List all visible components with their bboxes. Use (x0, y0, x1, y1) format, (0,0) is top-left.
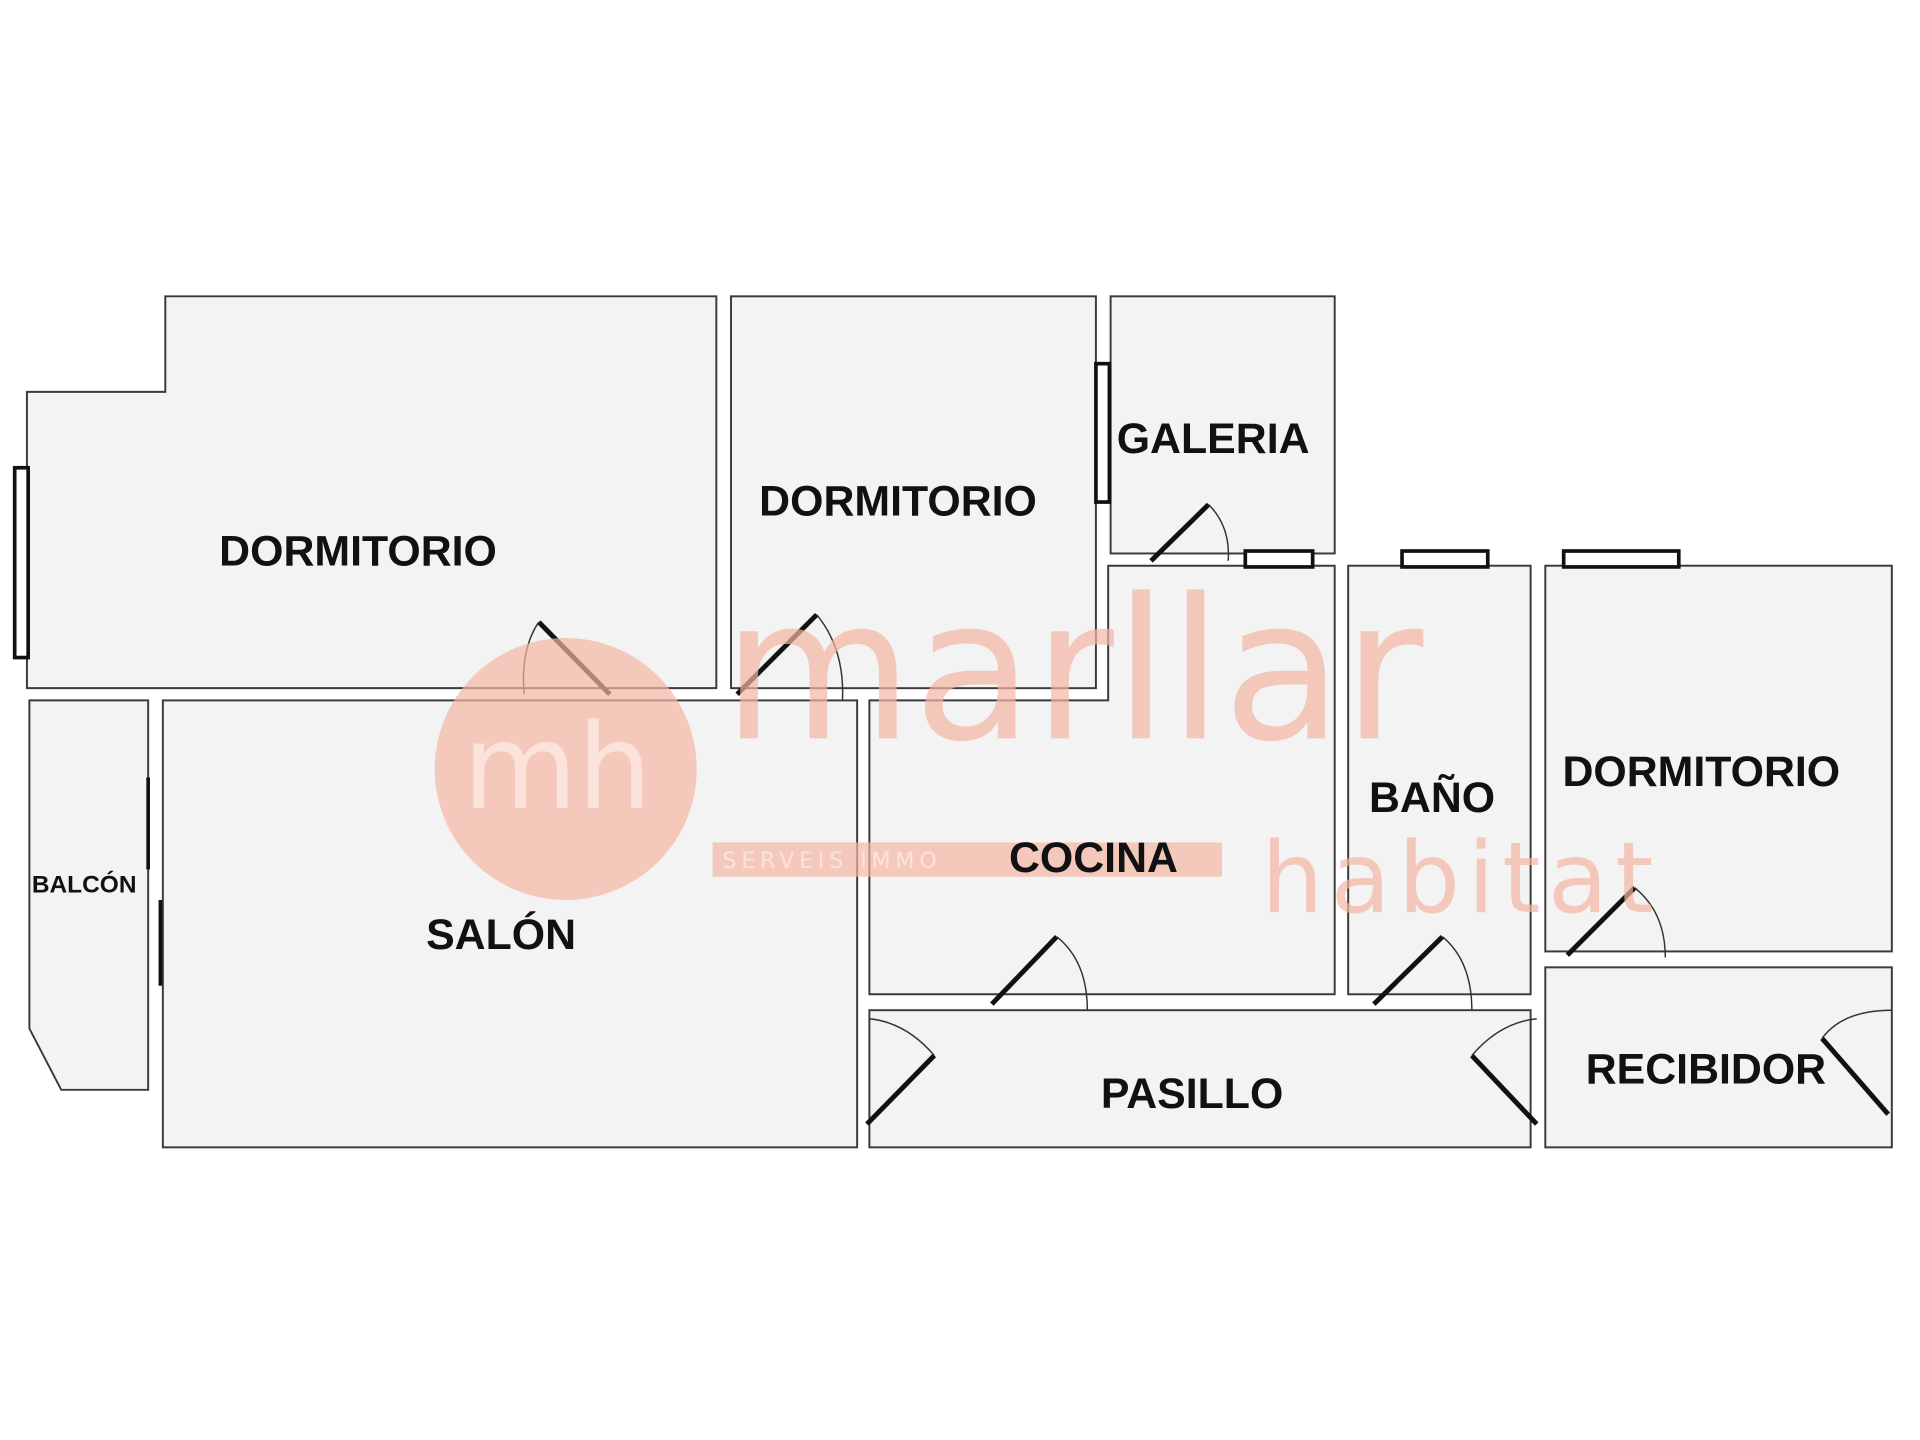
window (1400, 549, 1490, 569)
window (1243, 549, 1315, 569)
door (1820, 1036, 1891, 1116)
room-recibidor (1544, 966, 1893, 1149)
room-cocina (868, 564, 1336, 996)
watermark-tagline: SERVEIS IMMO (722, 849, 941, 874)
window (1561, 549, 1681, 569)
label-galeria: GALERIA (1117, 415, 1310, 463)
window (12, 465, 30, 660)
watermark-circle (434, 637, 697, 900)
label-balcon: BALCÓN (32, 871, 137, 899)
label-bano: BAÑO (1369, 774, 1495, 822)
door-swing (1821, 1009, 1892, 1039)
door (1470, 1053, 1539, 1126)
label-dormitorio-3: DORMITORIO (1562, 748, 1840, 796)
label-pasillo: PASILLO (1101, 1070, 1283, 1118)
room-labels: DORMITORIO DORMITORIO GALERIA COCINA BAÑ… (32, 415, 1840, 1118)
door-swing (1471, 1018, 1537, 1056)
room-balcon (28, 699, 150, 1091)
label-salon: SALÓN (426, 910, 576, 959)
door (1372, 934, 1445, 1006)
watermark: mh marllar SERVEIS IMMO habitat (434, 557, 1661, 936)
door (1565, 886, 1637, 957)
door-swing (1208, 503, 1230, 561)
label-dormitorio-2: DORMITORIO (759, 478, 1037, 526)
door-swing (869, 1018, 935, 1056)
room-pasillo (868, 1009, 1532, 1149)
door-swing (1441, 936, 1473, 1011)
label-recibidor: RECIBIDOR (1586, 1046, 1826, 1094)
door (735, 612, 819, 697)
watermark-monogram: mh (463, 699, 652, 836)
label-dormitorio-1: DORMITORIO (219, 528, 497, 576)
room-dormitorio-1 (25, 295, 718, 690)
door (865, 1053, 937, 1126)
watermark-sub: habitat (1261, 822, 1661, 936)
door (1149, 502, 1211, 563)
room-dormitorio-3 (1544, 564, 1893, 953)
windows (12, 361, 1681, 986)
room-dormitorio-2 (730, 295, 1097, 690)
door-swing (1056, 936, 1089, 1011)
door-swing (816, 614, 844, 701)
window (1094, 361, 1112, 504)
watermark-bar (712, 842, 1223, 877)
door (990, 935, 1059, 1006)
label-cocina: COCINA (1009, 834, 1178, 882)
door-swing (1634, 887, 1667, 958)
watermark-brand: marllar (722, 557, 1423, 785)
